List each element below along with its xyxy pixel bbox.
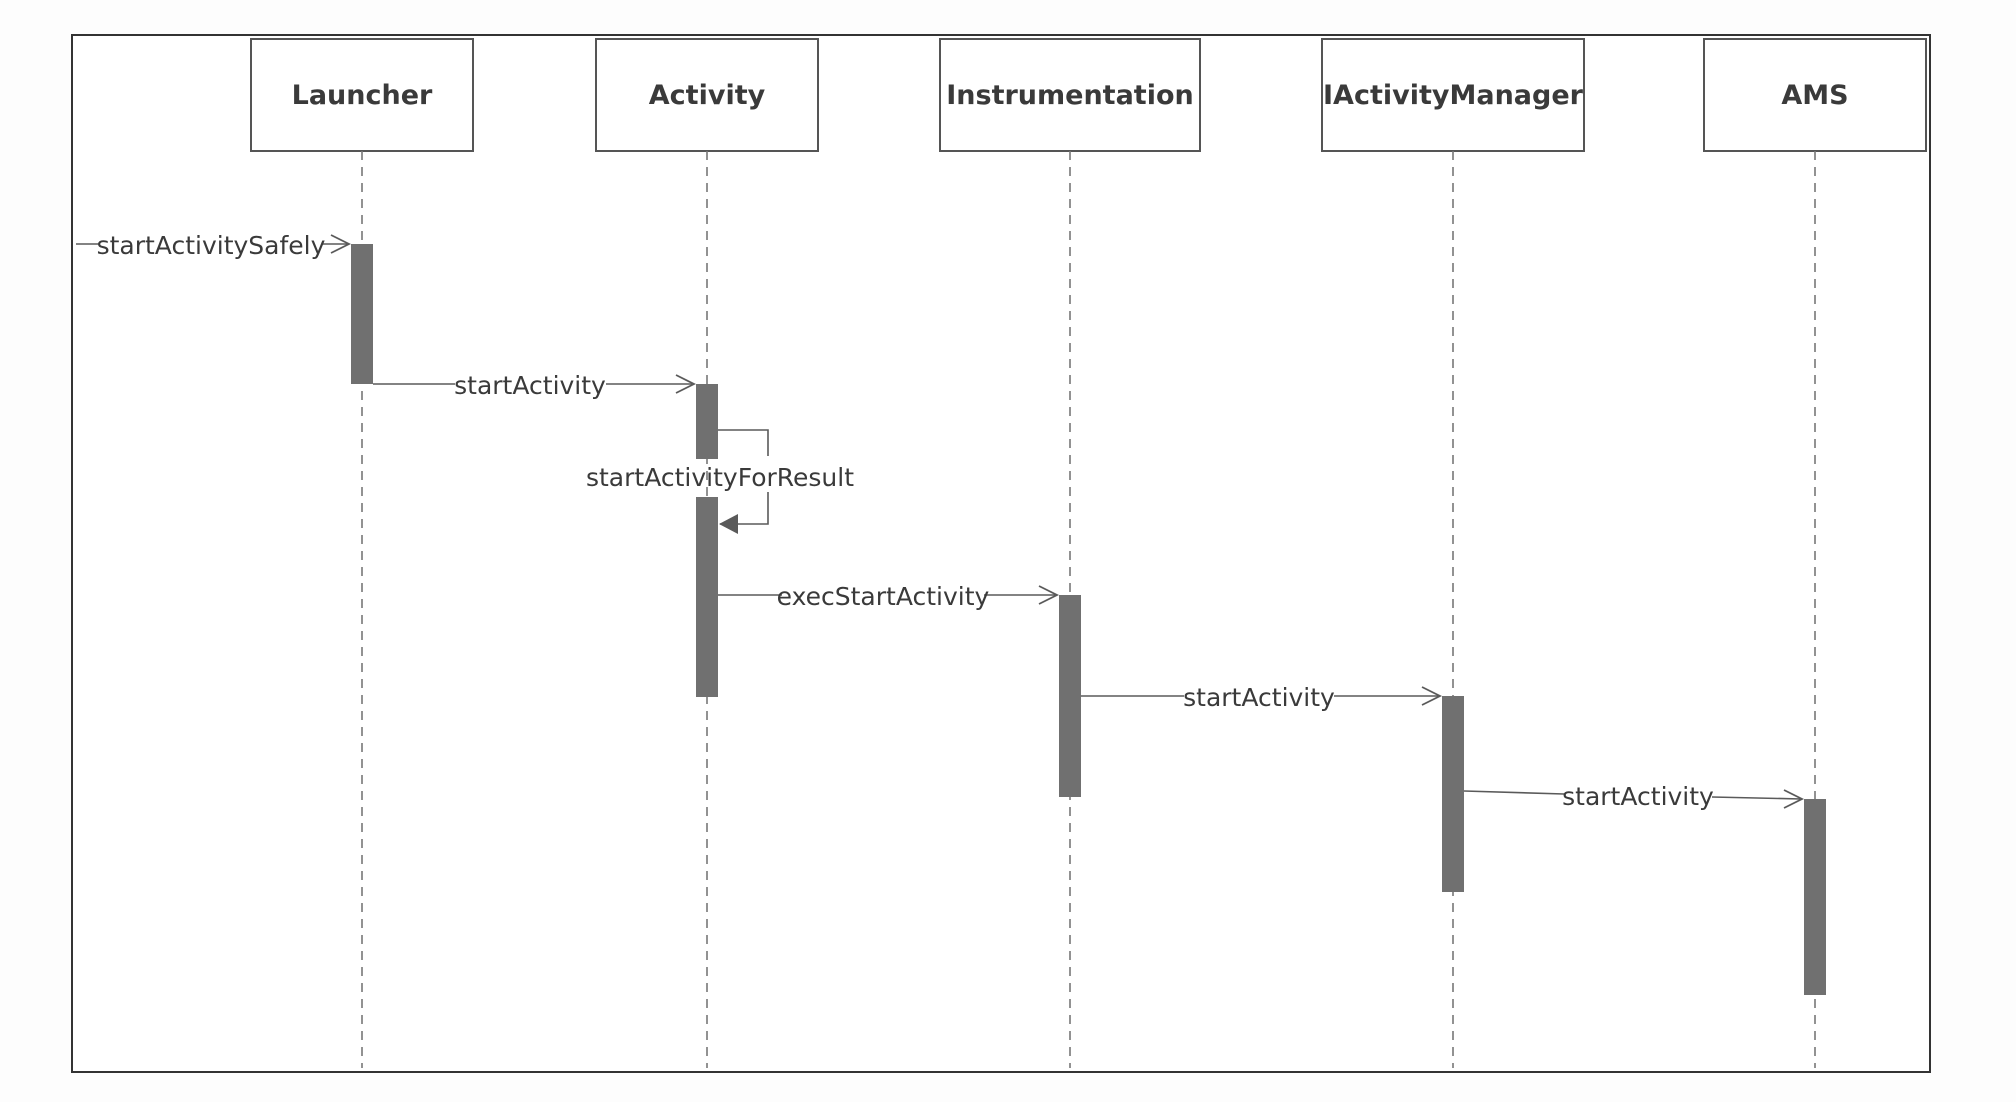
participant-box-activity (595, 38, 819, 152)
participant-iactivitymanager: IActivityManager (1321, 38, 1585, 152)
diagram-frame (71, 34, 1931, 1073)
message-line (1711, 796, 1803, 800)
message-line (1463, 790, 1565, 795)
open-arrowhead (675, 374, 697, 394)
participant-box-ams (1703, 38, 1927, 152)
open-arrowhead (1421, 686, 1443, 706)
participant-box-iactivitymanager (1321, 38, 1585, 152)
activation-activity-1 (696, 384, 718, 459)
self-call-line (718, 429, 769, 456)
participant-ams: AMS (1703, 38, 1927, 152)
participant-launcher: Launcher (250, 38, 474, 152)
message-start-activity-for-result: startActivityForResult (586, 429, 854, 534)
message-label: startActivitySafely (97, 231, 326, 260)
participant-label-iactivitymanager: IActivityManager (1323, 80, 1584, 111)
open-arrowhead (1038, 585, 1060, 605)
message-label: startActivity (454, 371, 606, 400)
participant-activity: Activity (595, 38, 819, 152)
message-label: startActivity (1183, 683, 1335, 712)
message-exec-start-activity: execStartActivity (718, 582, 1060, 611)
message-label: execStartActivity (777, 582, 990, 611)
message-start-activity-2: startActivity (1081, 683, 1443, 712)
message-label: startActivityForResult (586, 463, 854, 492)
participant-box-instrumentation (939, 38, 1201, 152)
open-arrowhead (1783, 789, 1805, 809)
message-start-activity-3: startActivity (1463, 782, 1805, 811)
activation-instrumentation (1059, 595, 1081, 797)
participant-label-instrumentation: Instrumentation (946, 80, 1194, 111)
open-arrowhead (330, 234, 352, 254)
message-start-activity-safely: startActivitySafely (76, 231, 352, 260)
participant-box-launcher (250, 38, 474, 152)
participant-label-activity: Activity (649, 80, 766, 111)
filled-arrowhead (719, 514, 738, 534)
participant-label-ams: AMS (1781, 80, 1848, 111)
participant-instrumentation: Instrumentation (939, 38, 1201, 152)
activation-activity-2 (696, 497, 718, 697)
participant-label-launcher: Launcher (292, 80, 433, 111)
message-label: startActivity (1562, 782, 1714, 811)
message-start-activity-1: startActivity (373, 371, 697, 400)
activation-iactivitymanager (1442, 696, 1464, 892)
activation-launcher (351, 244, 373, 384)
activation-ams (1804, 799, 1826, 995)
